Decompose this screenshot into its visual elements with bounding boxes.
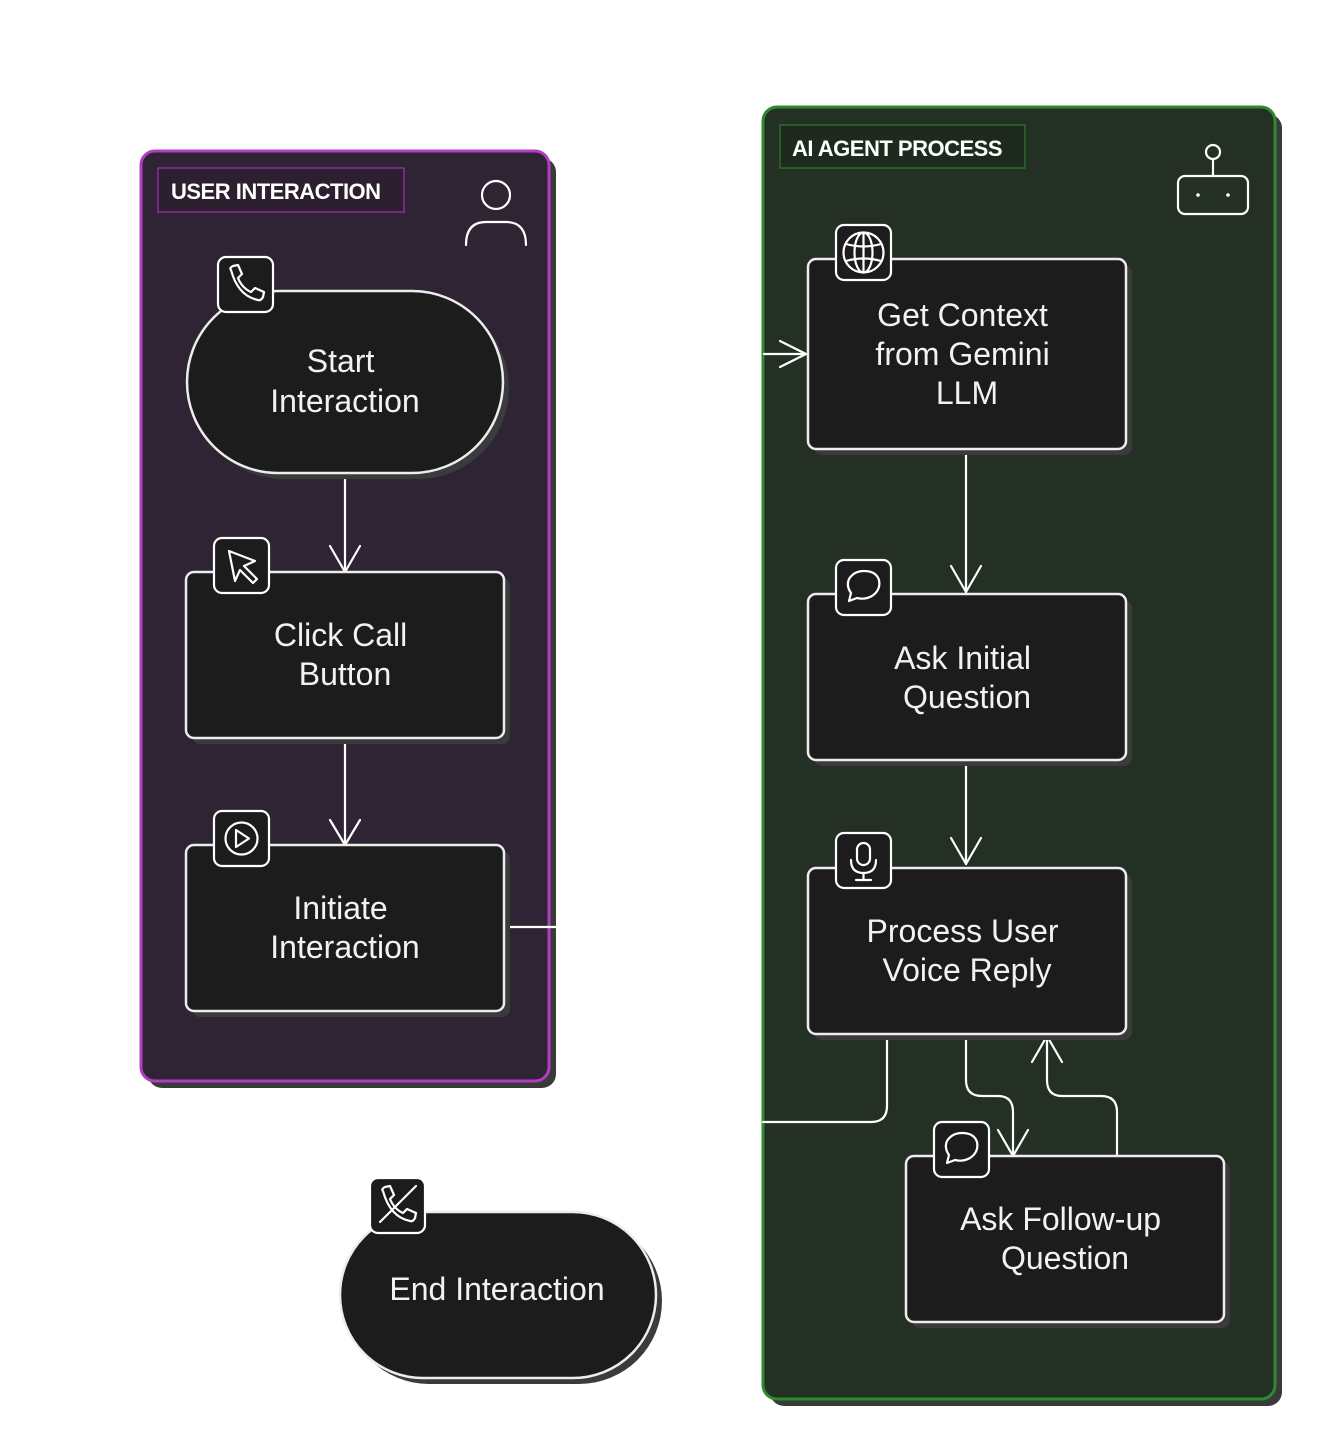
microphone-icon xyxy=(834,831,893,890)
node-click-call-button-label: Click Call Button xyxy=(274,617,416,692)
node-ask-followup-question-label: Ask Follow-up Question xyxy=(960,1201,1170,1276)
chat-bubble-icon xyxy=(932,1120,991,1179)
node-process-voice-reply-label: Process User Voice Reply xyxy=(867,913,1068,988)
play-circle-icon xyxy=(212,809,271,868)
node-end-interaction-label: End Interaction xyxy=(389,1271,604,1307)
node-get-context-label: Get Context from Gemini LLM xyxy=(875,297,1058,411)
group-agent-label-box xyxy=(779,124,1026,169)
node-end-interaction[interactable]: End Interaction xyxy=(338,1176,662,1384)
node-start-interaction[interactable]: Start Interaction xyxy=(185,255,509,479)
edge-initiate-to-get-context xyxy=(504,339,808,929)
phone-off-icon xyxy=(368,1176,427,1235)
node-get-context[interactable]: Get Context from Gemini LLM xyxy=(806,223,1132,455)
brain-icon xyxy=(834,223,893,282)
node-click-call-button[interactable]: Click Call Button xyxy=(184,536,510,744)
group-user-title: USER INTERACTION xyxy=(171,179,381,204)
group-user-label-box xyxy=(157,167,405,213)
node-ask-initial-question[interactable]: Ask Initial Question xyxy=(806,558,1132,766)
robot-icon xyxy=(1176,143,1250,216)
edge-ask-initial-to-process xyxy=(949,760,983,866)
node-ask-followup-question[interactable]: Ask Follow-up Question xyxy=(904,1120,1230,1328)
node-ask-initial-question-label: Ask Initial Question xyxy=(894,640,1040,715)
node-initiate-interaction[interactable]: Initiate Interaction xyxy=(184,809,510,1017)
group-agent-title: AI AGENT PROCESS xyxy=(792,136,1002,161)
phone-icon xyxy=(216,255,275,314)
node-process-voice-reply[interactable]: Process User Voice Reply xyxy=(806,831,1132,1040)
edges xyxy=(328,339,1119,1158)
cursor-icon xyxy=(212,536,271,595)
node-initiate-interaction-label: Initiate Interaction xyxy=(270,890,419,965)
edge-get-context-to-ask-initial xyxy=(949,453,983,594)
node-start-interaction-label: Start Interaction xyxy=(270,343,419,419)
chat-bubble-icon xyxy=(834,558,893,617)
edge-process-to-end xyxy=(761,1034,889,1124)
person-icon xyxy=(464,179,528,247)
